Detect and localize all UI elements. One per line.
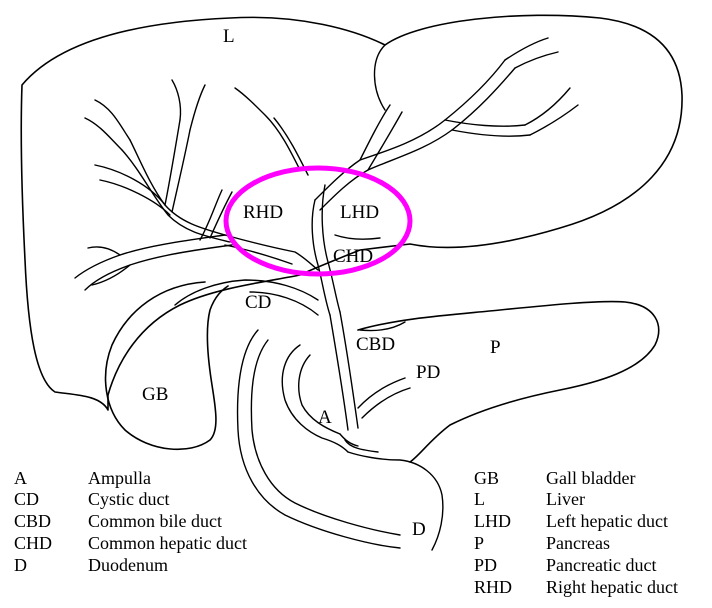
label-chd: CHD <box>333 246 373 267</box>
legend-name: Pancreas <box>546 533 610 553</box>
legend-name: Right hepatic duct <box>546 577 678 597</box>
right-hepatic-branches <box>75 80 232 290</box>
label-rhd: RHD <box>243 202 283 223</box>
legend-name: Duodenum <box>88 555 168 575</box>
pancreas <box>358 302 659 462</box>
gall-bladder <box>106 282 228 449</box>
legend-abbr: CD <box>14 489 39 509</box>
legend-left: A Ampulla CD Cystic duct CBD Common bile… <box>14 468 247 575</box>
label-pd: PD <box>416 362 440 383</box>
duodenum <box>238 330 443 550</box>
legend-name: Cystic duct <box>88 489 170 509</box>
label-cbd: CBD <box>356 334 395 355</box>
label-lhd: LHD <box>340 202 379 223</box>
label-duodenum: D <box>412 519 426 540</box>
label-pancreas: P <box>490 337 501 358</box>
label-liver: L <box>223 26 235 47</box>
legend-right: GB Gall bladder L Liver LHD Left hepatic… <box>474 468 678 597</box>
legend-name: Liver <box>546 489 585 509</box>
legend-abbr: CHD <box>14 533 52 553</box>
legend-name: Gall bladder <box>546 468 635 488</box>
legend-abbr: D <box>14 555 27 575</box>
legend-abbr: LHD <box>474 511 511 531</box>
legend-name: Left hepatic duct <box>546 511 668 531</box>
legend-name: Pancreatic duct <box>546 555 656 575</box>
label-cd: CD <box>245 292 271 313</box>
legend-abbr: GB <box>474 468 499 488</box>
legend-name: Ampulla <box>88 468 151 488</box>
label-ampulla: A <box>318 407 332 428</box>
legend-name: Common hepatic duct <box>88 533 247 553</box>
legend-abbr: CBD <box>14 511 51 531</box>
legend-abbr: L <box>474 489 485 509</box>
legend-abbr: P <box>474 533 484 553</box>
legend-abbr: PD <box>474 555 497 575</box>
legend-abbr: A <box>14 468 27 488</box>
label-gb: GB <box>142 384 168 405</box>
legend-name: Common bile duct <box>88 511 222 531</box>
legend-abbr: RHD <box>474 577 512 597</box>
